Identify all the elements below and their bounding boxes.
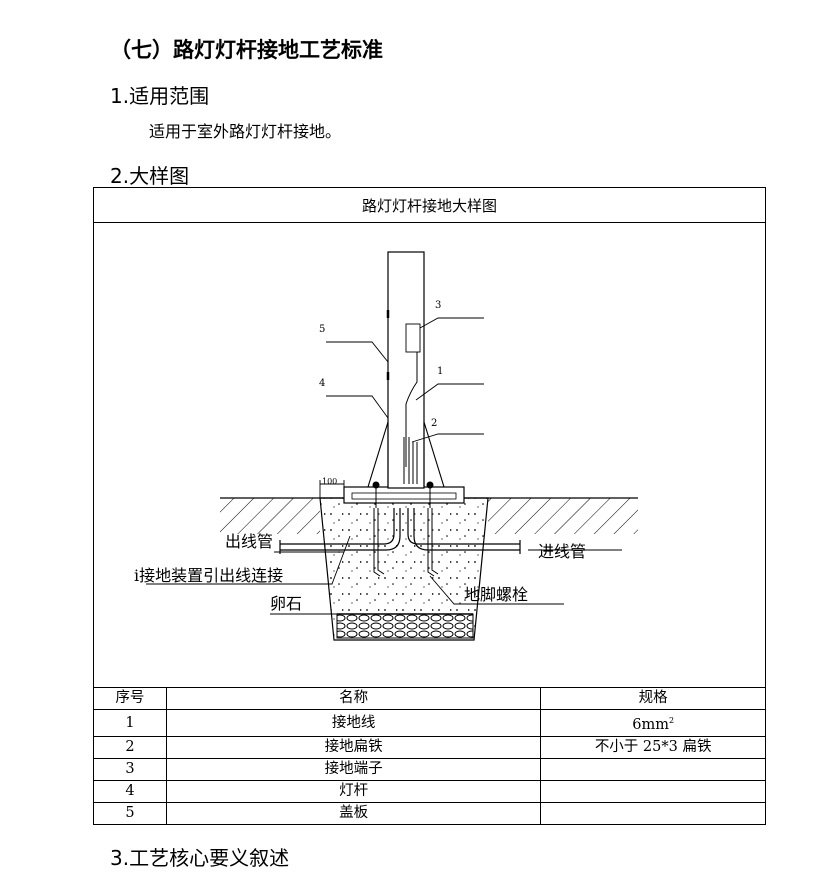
- ground-hatch: [220, 497, 638, 534]
- label-outlet-pipe: 出线管: [225, 532, 273, 551]
- row-no: 5: [93, 802, 167, 825]
- row-name: 接地扁铁: [165, 736, 542, 759]
- row-no: 3: [93, 758, 167, 781]
- component-table: 序号 名称 规格 1 接地线 6mm2 2 接地扁铁 不小于 25*3 扁铁 3…: [93, 687, 766, 825]
- table-row: 3 接地端子: [93, 758, 766, 781]
- row-no: 4: [93, 780, 167, 803]
- scope-text: 适用于室外路灯灯杆接地。: [149, 122, 342, 141]
- callout-4: 4: [319, 378, 325, 389]
- grounding-detail-drawing: 5 4 3 1 2 100 出线管 i接地装置引出线连接 卵石 进线管 地脚螺栓: [134, 251, 638, 641]
- figure-caption: 路灯灯杆接地大样图: [94, 188, 765, 223]
- callout-2: 2: [431, 418, 437, 429]
- row-spec: [540, 758, 766, 781]
- page-title: （七）路灯灯杆接地工艺标准: [110, 38, 383, 62]
- row-spec: [540, 802, 766, 825]
- row-name: 接地线: [165, 709, 542, 737]
- table-row: 4 灯杆: [93, 780, 766, 803]
- row-name: 灯杆: [165, 780, 542, 803]
- label-anchor-bolt: 地脚螺栓: [464, 585, 528, 604]
- detail-drawing-frame: 路灯灯杆接地大样图: [93, 187, 766, 825]
- label-ground-lead: i接地装置引出线连接: [134, 566, 283, 585]
- row-spec-superscript: 2: [668, 716, 675, 725]
- table-row: 2 接地扁铁 不小于 25*3 扁铁: [93, 736, 766, 759]
- row-no: 2: [93, 736, 167, 759]
- callout-3: 3: [435, 300, 441, 311]
- section-title-process-summary: 3.工艺核心要义叙述: [110, 846, 290, 870]
- row-name: 盖板: [165, 802, 542, 825]
- table-row: 5 盖板: [93, 802, 766, 825]
- table-header-row: 序号 名称 规格: [93, 687, 766, 710]
- row-spec-value: 6mm: [632, 717, 669, 733]
- dimension-100: 100: [322, 477, 337, 486]
- anchor-bolts: [372, 481, 439, 577]
- conduits: [279, 508, 521, 554]
- ground-wire: [403, 352, 418, 484]
- row-no: 1: [93, 709, 167, 737]
- row-spec: 6mm2: [540, 709, 766, 737]
- row-name: 接地端子: [165, 758, 542, 781]
- foundation-pit: [319, 497, 489, 641]
- row-spec: 不小于 25*3 扁铁: [540, 736, 766, 759]
- label-gravel: 卵石: [270, 594, 302, 613]
- header-spec: 规格: [540, 687, 766, 710]
- callout-1: 1: [437, 366, 443, 377]
- label-inlet-pipe: 进线管: [538, 542, 586, 561]
- section-title-detail-drawing: 2.大样图: [110, 164, 190, 188]
- row-spec: [540, 780, 766, 803]
- base-plate: [343, 486, 465, 504]
- table-row: 1 接地线 6mm2: [93, 709, 766, 737]
- leader-lines: [146, 317, 622, 615]
- section-title-scope: 1.适用范围: [110, 84, 210, 108]
- header-no: 序号: [93, 687, 167, 710]
- header-name: 名称: [165, 687, 542, 710]
- callout-5: 5: [319, 324, 325, 335]
